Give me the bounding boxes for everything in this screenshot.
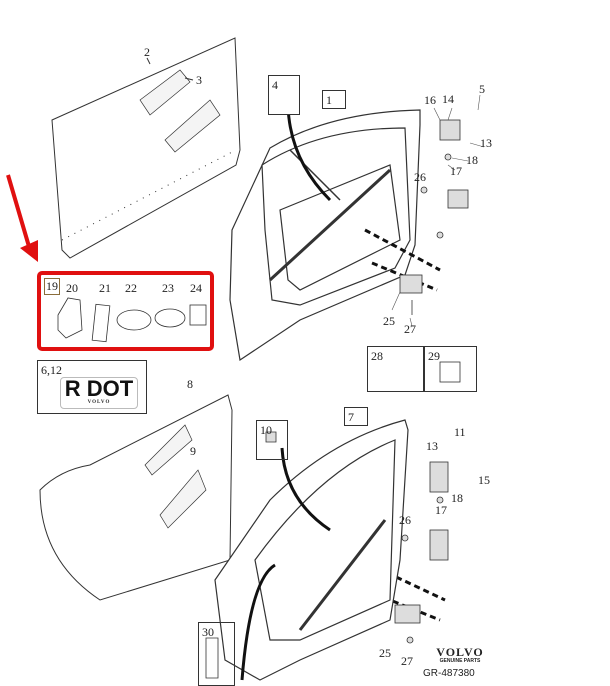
callout-9: 9 [190,444,196,458]
callout-13-rear: 13 [426,439,438,453]
callout-21: 21 [99,281,111,295]
callout-19: 19 [44,278,60,295]
callout-13: 13 [480,136,492,150]
callout-14: 14 [442,92,454,106]
license-plate-box: 6,12 R DOT VOLVO [37,360,147,414]
callout-24: 24 [190,281,202,295]
diagram-reference: GR-487380 [423,668,475,679]
callout-10: 10 [260,423,272,437]
callout-2: 2 [144,45,150,59]
callout-7: 7 [348,410,354,424]
callout-18: 18 [466,153,478,167]
callout-16: 16 [424,93,436,107]
front-door-frame [229,109,421,362]
callout-15: 15 [478,473,490,487]
callout-17: 17 [450,164,462,178]
callout-18-rear: 18 [451,491,463,505]
rear-door-skin [39,394,233,601]
callout-box-29: 29 [424,346,477,392]
callout-28: 28 [371,349,383,363]
callout-box-30: 30 [198,622,235,686]
callout-20: 20 [66,281,78,295]
plate-text: R DOT [64,376,134,401]
lower-hinge-hardware [394,461,449,644]
callout-3: 3 [196,73,202,87]
r-dot-plate: R DOT VOLVO [60,377,138,409]
callout-23: 23 [162,281,174,295]
callout-30: 30 [202,625,214,639]
callout-29: 29 [428,349,440,363]
callout-25: 25 [383,314,395,328]
red-arrow-icon [6,174,38,262]
callout-box-4: 4 [268,75,300,115]
callout-6-12: 6,12 [41,363,62,377]
callout-25-rear: 25 [379,646,391,660]
callout-1: 1 [326,93,332,107]
callout-27: 27 [404,322,416,336]
callout-4: 4 [272,78,278,92]
footer-brand: VOLVO [436,645,484,659]
callout-22: 22 [125,281,137,295]
rear-door-frame [214,105,409,681]
volvo-genuine-parts-logo: VOLVO GENUINE PARTS [430,646,490,665]
callout-box-1: 1 [322,90,346,109]
callout-box-10: 10 [256,420,288,460]
highlighted-kit-box: 19 [37,271,214,351]
front-door-skin [51,37,241,259]
footer-subtitle: GENUINE PARTS [439,658,481,664]
callout-27-rear: 27 [401,654,413,668]
callout-box-28: 28 [367,346,424,392]
callout-11: 11 [454,425,466,439]
callout-box-7: 7 [344,407,368,426]
upper-leader-lines [391,94,485,327]
callout-17-rear: 17 [435,503,447,517]
callout-8: 8 [187,377,193,391]
plate-brand: VOLVO [87,400,111,405]
callout-26-rear: 26 [399,513,411,527]
callout-26: 26 [414,170,426,184]
kit-parts [57,297,207,343]
callout-5: 5 [479,82,485,96]
